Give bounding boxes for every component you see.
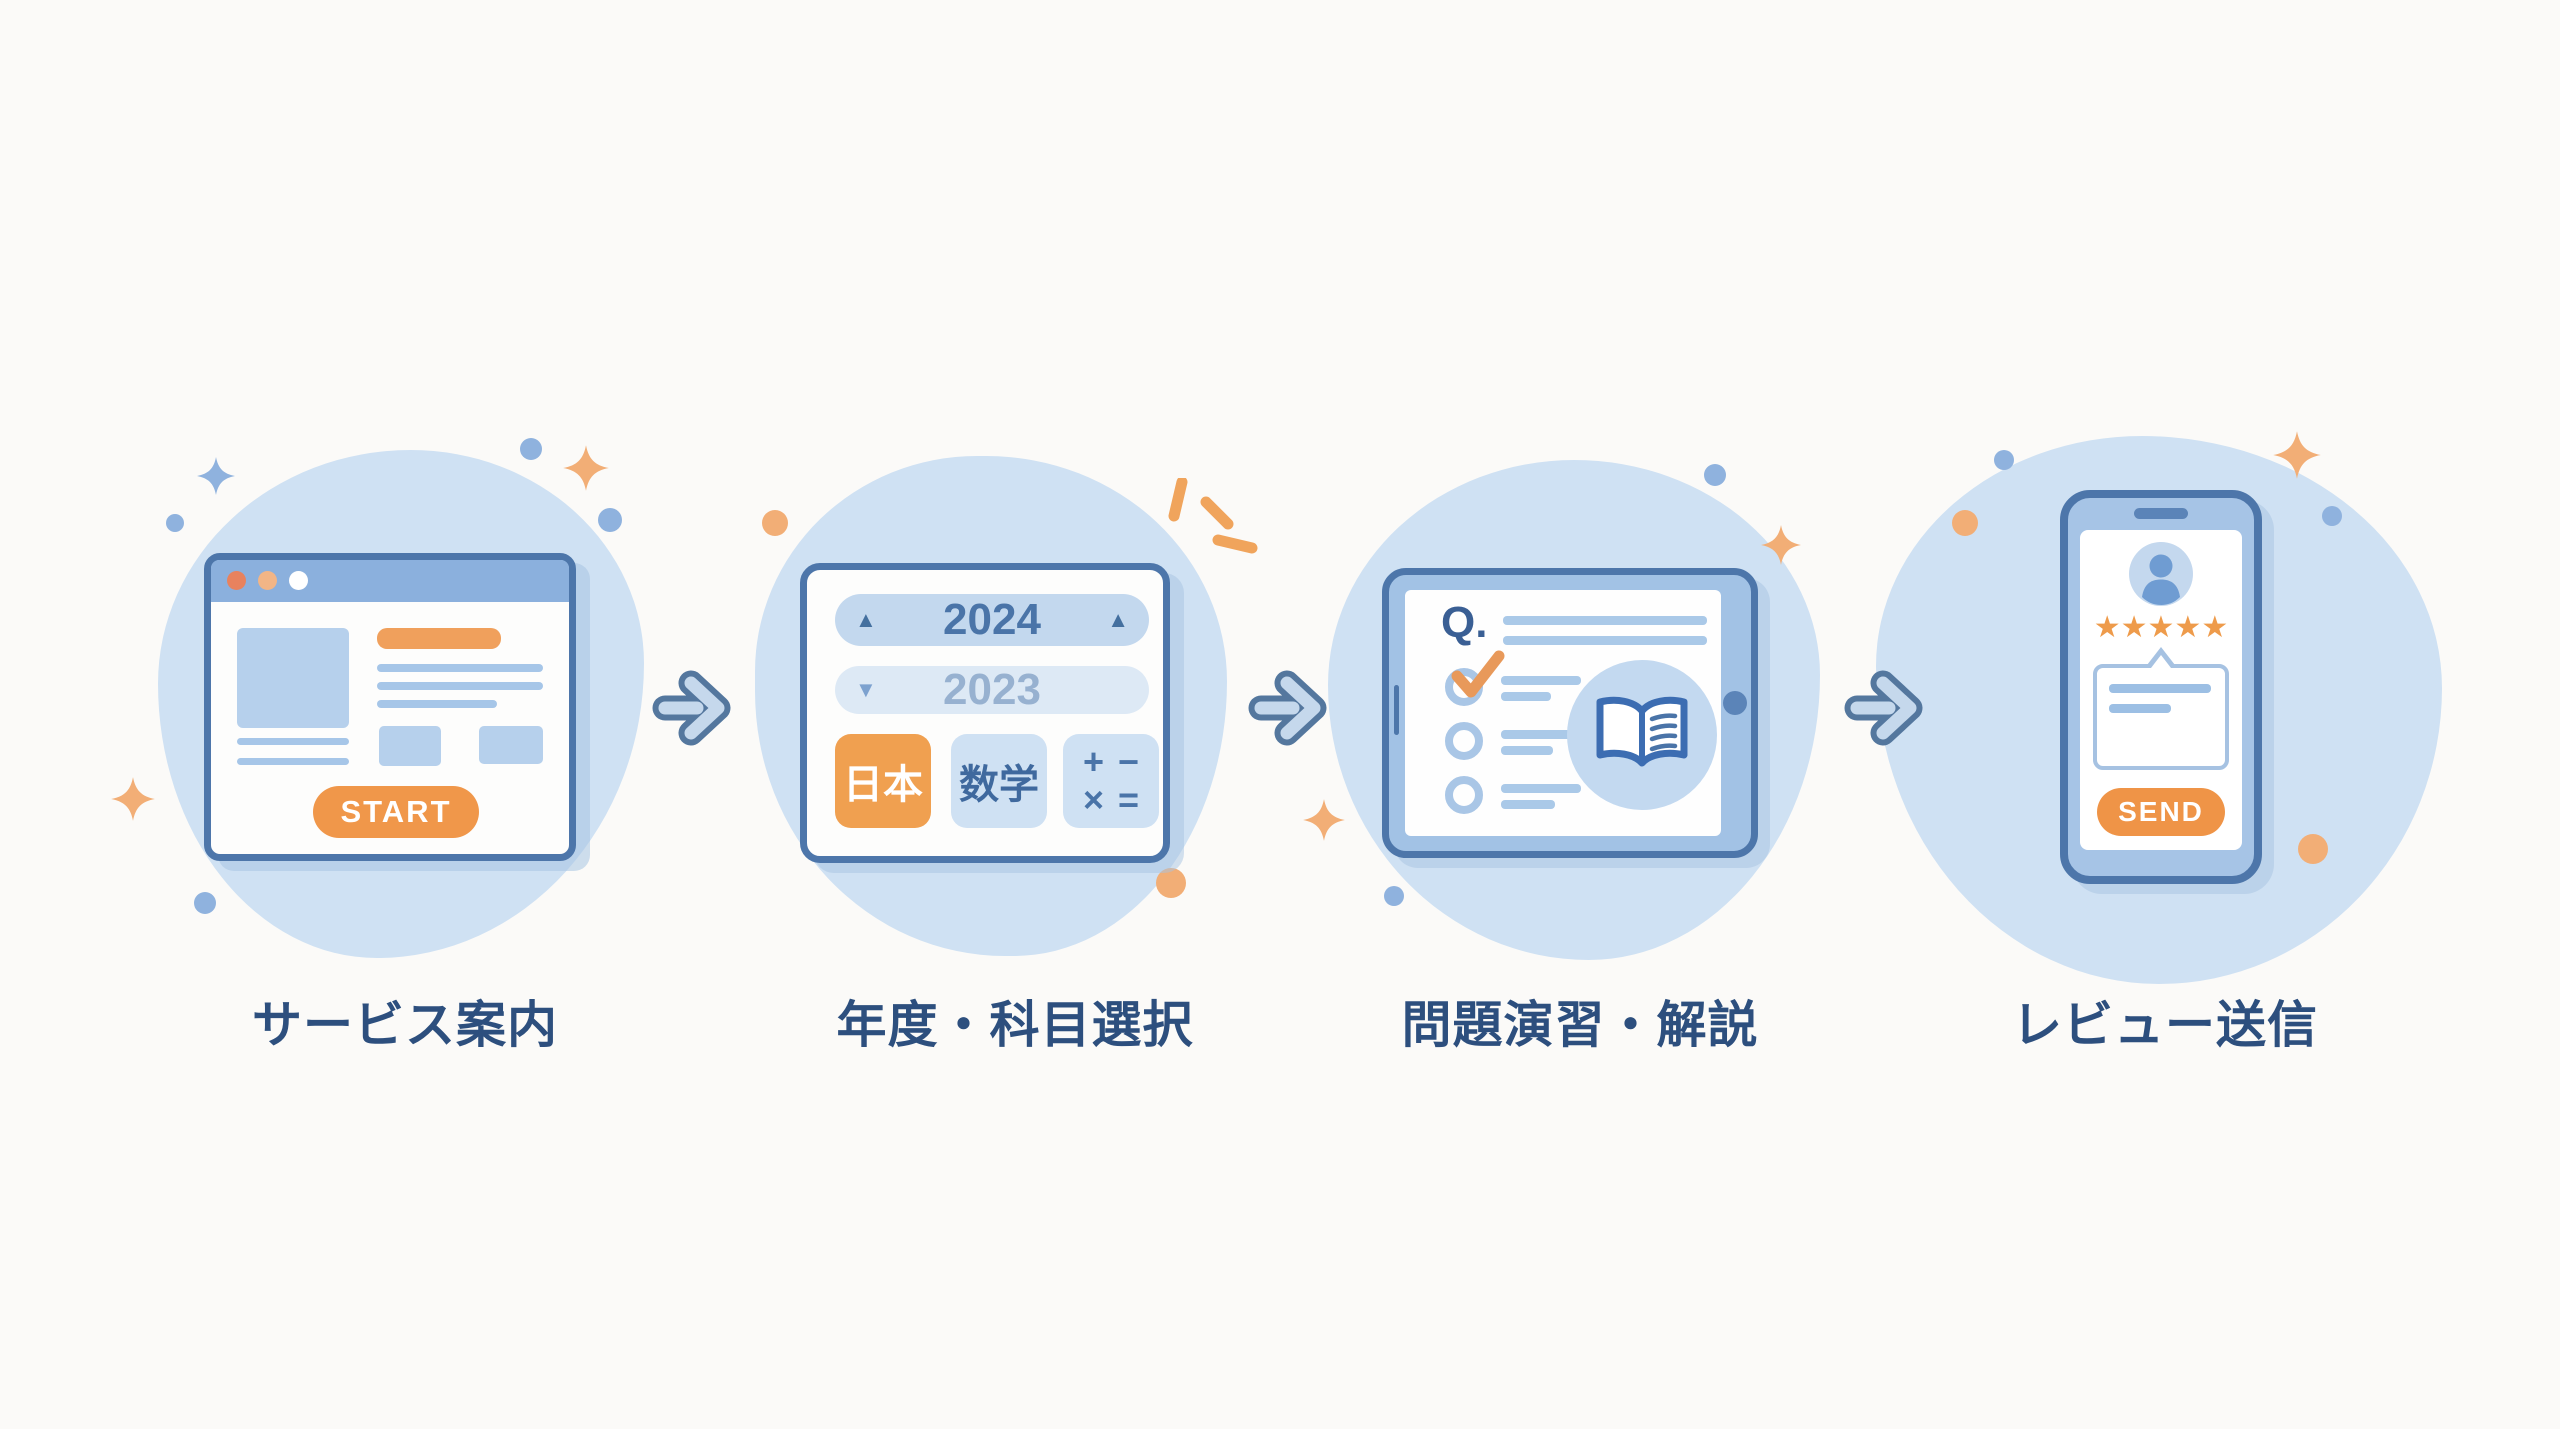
tablet-side-button [1394, 685, 1399, 735]
step1-label: サービス案内 [252, 997, 558, 1053]
sparkle-icon [2272, 430, 2322, 480]
star-rating[interactable]: ★★★★★ [2093, 611, 2229, 644]
subject-tile-japanese-label: 日本 [843, 763, 923, 807]
flow-arrow-icon [652, 666, 748, 750]
browser-window-mockup: START [204, 553, 576, 861]
start-button[interactable]: START [313, 786, 479, 838]
question-prefix: Q. [1441, 598, 1488, 647]
up-triangle-icon[interactable]: ▲ [1107, 607, 1129, 632]
selected-year-row[interactable]: ▲ 2024 ▲ [835, 594, 1149, 646]
dot-decoration [1156, 868, 1186, 898]
up-triangle-icon[interactable]: ▲ [855, 607, 877, 632]
times-glyph: × [1082, 779, 1104, 820]
phone-screen: ★★★★★ SEND [2080, 530, 2242, 850]
phone-speaker [2134, 508, 2188, 519]
flow-arrow-icon [1248, 666, 1344, 750]
step3-label: 問題演習・解説 [1401, 997, 1759, 1053]
option-text-placeholder [1501, 800, 1555, 809]
selected-year-value: 2024 [943, 595, 1041, 644]
dot-decoration [1952, 510, 1978, 536]
tablet-mockup: Q. [1382, 568, 1758, 858]
option-text-placeholder [1501, 692, 1551, 701]
sparkle-icon [1302, 798, 1346, 842]
tablet-screen: Q. [1405, 590, 1721, 836]
window-control-maximize-icon [289, 571, 308, 590]
text-line-placeholder [377, 664, 543, 672]
window-control-minimize-icon [258, 571, 277, 590]
review-text-placeholder [2109, 704, 2171, 713]
send-button[interactable]: SEND [2097, 788, 2225, 836]
open-book-icon [1590, 693, 1694, 777]
option-text-placeholder [1501, 676, 1581, 685]
emphasis-lines-icon [1162, 476, 1258, 562]
review-text-placeholder [2109, 684, 2211, 693]
checkmark-icon [1451, 650, 1505, 700]
option-text-placeholder [1501, 784, 1581, 793]
thumbnail-placeholder [379, 726, 441, 766]
dot-decoration [1994, 450, 2014, 470]
dot-decoration [598, 508, 622, 532]
plus-glyph: + [1082, 741, 1104, 783]
dot-decoration [1384, 886, 1404, 906]
dot-decoration [520, 438, 542, 460]
flow-arrow-icon [1844, 666, 1940, 750]
dot-decoration [762, 510, 788, 536]
equals-glyph: = [1118, 779, 1140, 820]
text-line-placeholder [237, 738, 349, 745]
calculator-icon: + − × = [1083, 743, 1139, 819]
dot-decoration [194, 892, 216, 914]
year-subject-selector-card: ▲ 2024 ▲ ▼ 2023 ▲ 日本 数学 + − × = [800, 563, 1170, 863]
dot-decoration [2298, 834, 2328, 864]
explanation-badge [1567, 660, 1717, 810]
image-placeholder [237, 628, 349, 728]
subject-tile-math-label: 数学 [959, 763, 1039, 807]
subject-tile-math[interactable]: 数学 [951, 734, 1047, 828]
heading-placeholder [377, 628, 501, 649]
browser-titlebar [211, 560, 569, 602]
sparkle-icon [1760, 524, 1802, 566]
window-control-close-icon [227, 571, 246, 590]
option-text-placeholder [1501, 730, 1581, 739]
next-year-row[interactable]: ▼ 2023 ▲ [835, 665, 1149, 714]
next-year-value: 2023 [943, 665, 1041, 714]
sparkle-icon [110, 776, 156, 822]
question-text-placeholder [1503, 636, 1707, 645]
down-triangle-icon[interactable]: ▼ [855, 677, 877, 702]
sparkle-icon [562, 444, 610, 492]
sparkle-icon [196, 456, 236, 496]
text-line-placeholder [377, 682, 543, 690]
avatar-icon [2129, 542, 2193, 606]
subject-tile-japanese[interactable]: 日本 [835, 734, 931, 828]
text-line-placeholder [377, 700, 497, 708]
step2-label: 年度・科目選択 [836, 997, 1194, 1053]
home-button-icon[interactable] [1723, 691, 1747, 715]
checkbox-unchecked-icon[interactable] [1445, 776, 1483, 814]
subject-tile-calculator[interactable]: + − × = [1063, 734, 1159, 828]
dot-decoration [1704, 464, 1726, 486]
text-line-placeholder [237, 758, 349, 765]
phone-mockup: ★★★★★ SEND [2060, 490, 2262, 884]
dot-decoration [166, 514, 184, 532]
checkbox-unchecked-icon[interactable] [1445, 722, 1483, 760]
dot-decoration [2322, 506, 2342, 526]
question-text-placeholder [1503, 616, 1707, 625]
review-text-box[interactable] [2093, 647, 2229, 770]
minus-glyph: − [1118, 741, 1140, 783]
thumbnail-placeholder [479, 726, 543, 764]
step4-label: レビュー送信 [2012, 997, 2318, 1053]
option-text-placeholder [1501, 746, 1553, 755]
